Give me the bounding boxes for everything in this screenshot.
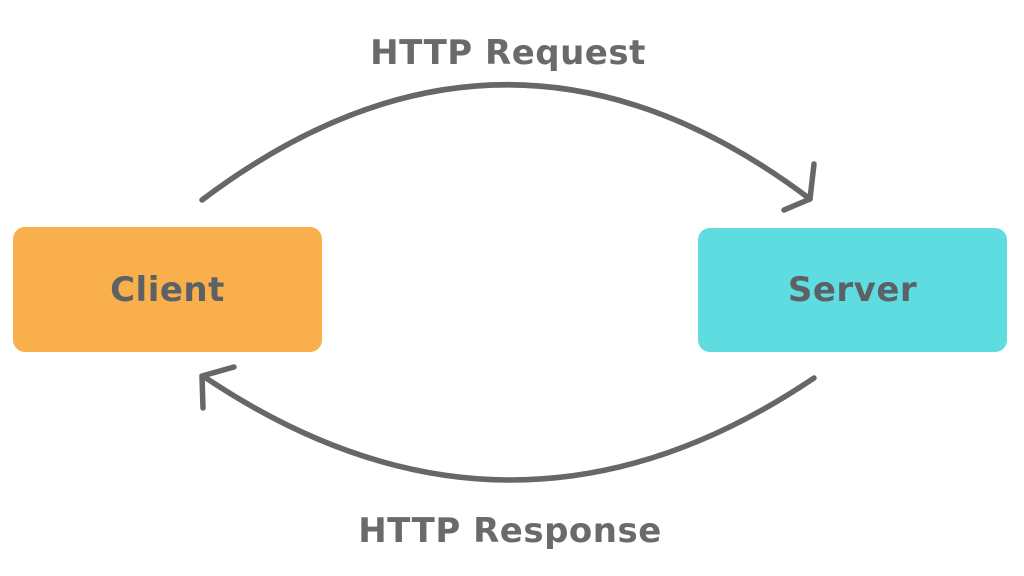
server-node-label: Server [787, 270, 918, 310]
http-request-label: HTTP Request [370, 33, 646, 73]
client-node-label: Client [110, 269, 225, 310]
request-arrow-curve [199, 82, 813, 203]
response-arrow-curve [200, 373, 817, 483]
server-node: Server [698, 228, 1007, 352]
request-arrowhead-icon [781, 161, 817, 213]
response-arrowhead-icon [199, 364, 237, 411]
client-node: Client [13, 227, 322, 352]
http-response-label: HTTP Response [358, 511, 662, 551]
